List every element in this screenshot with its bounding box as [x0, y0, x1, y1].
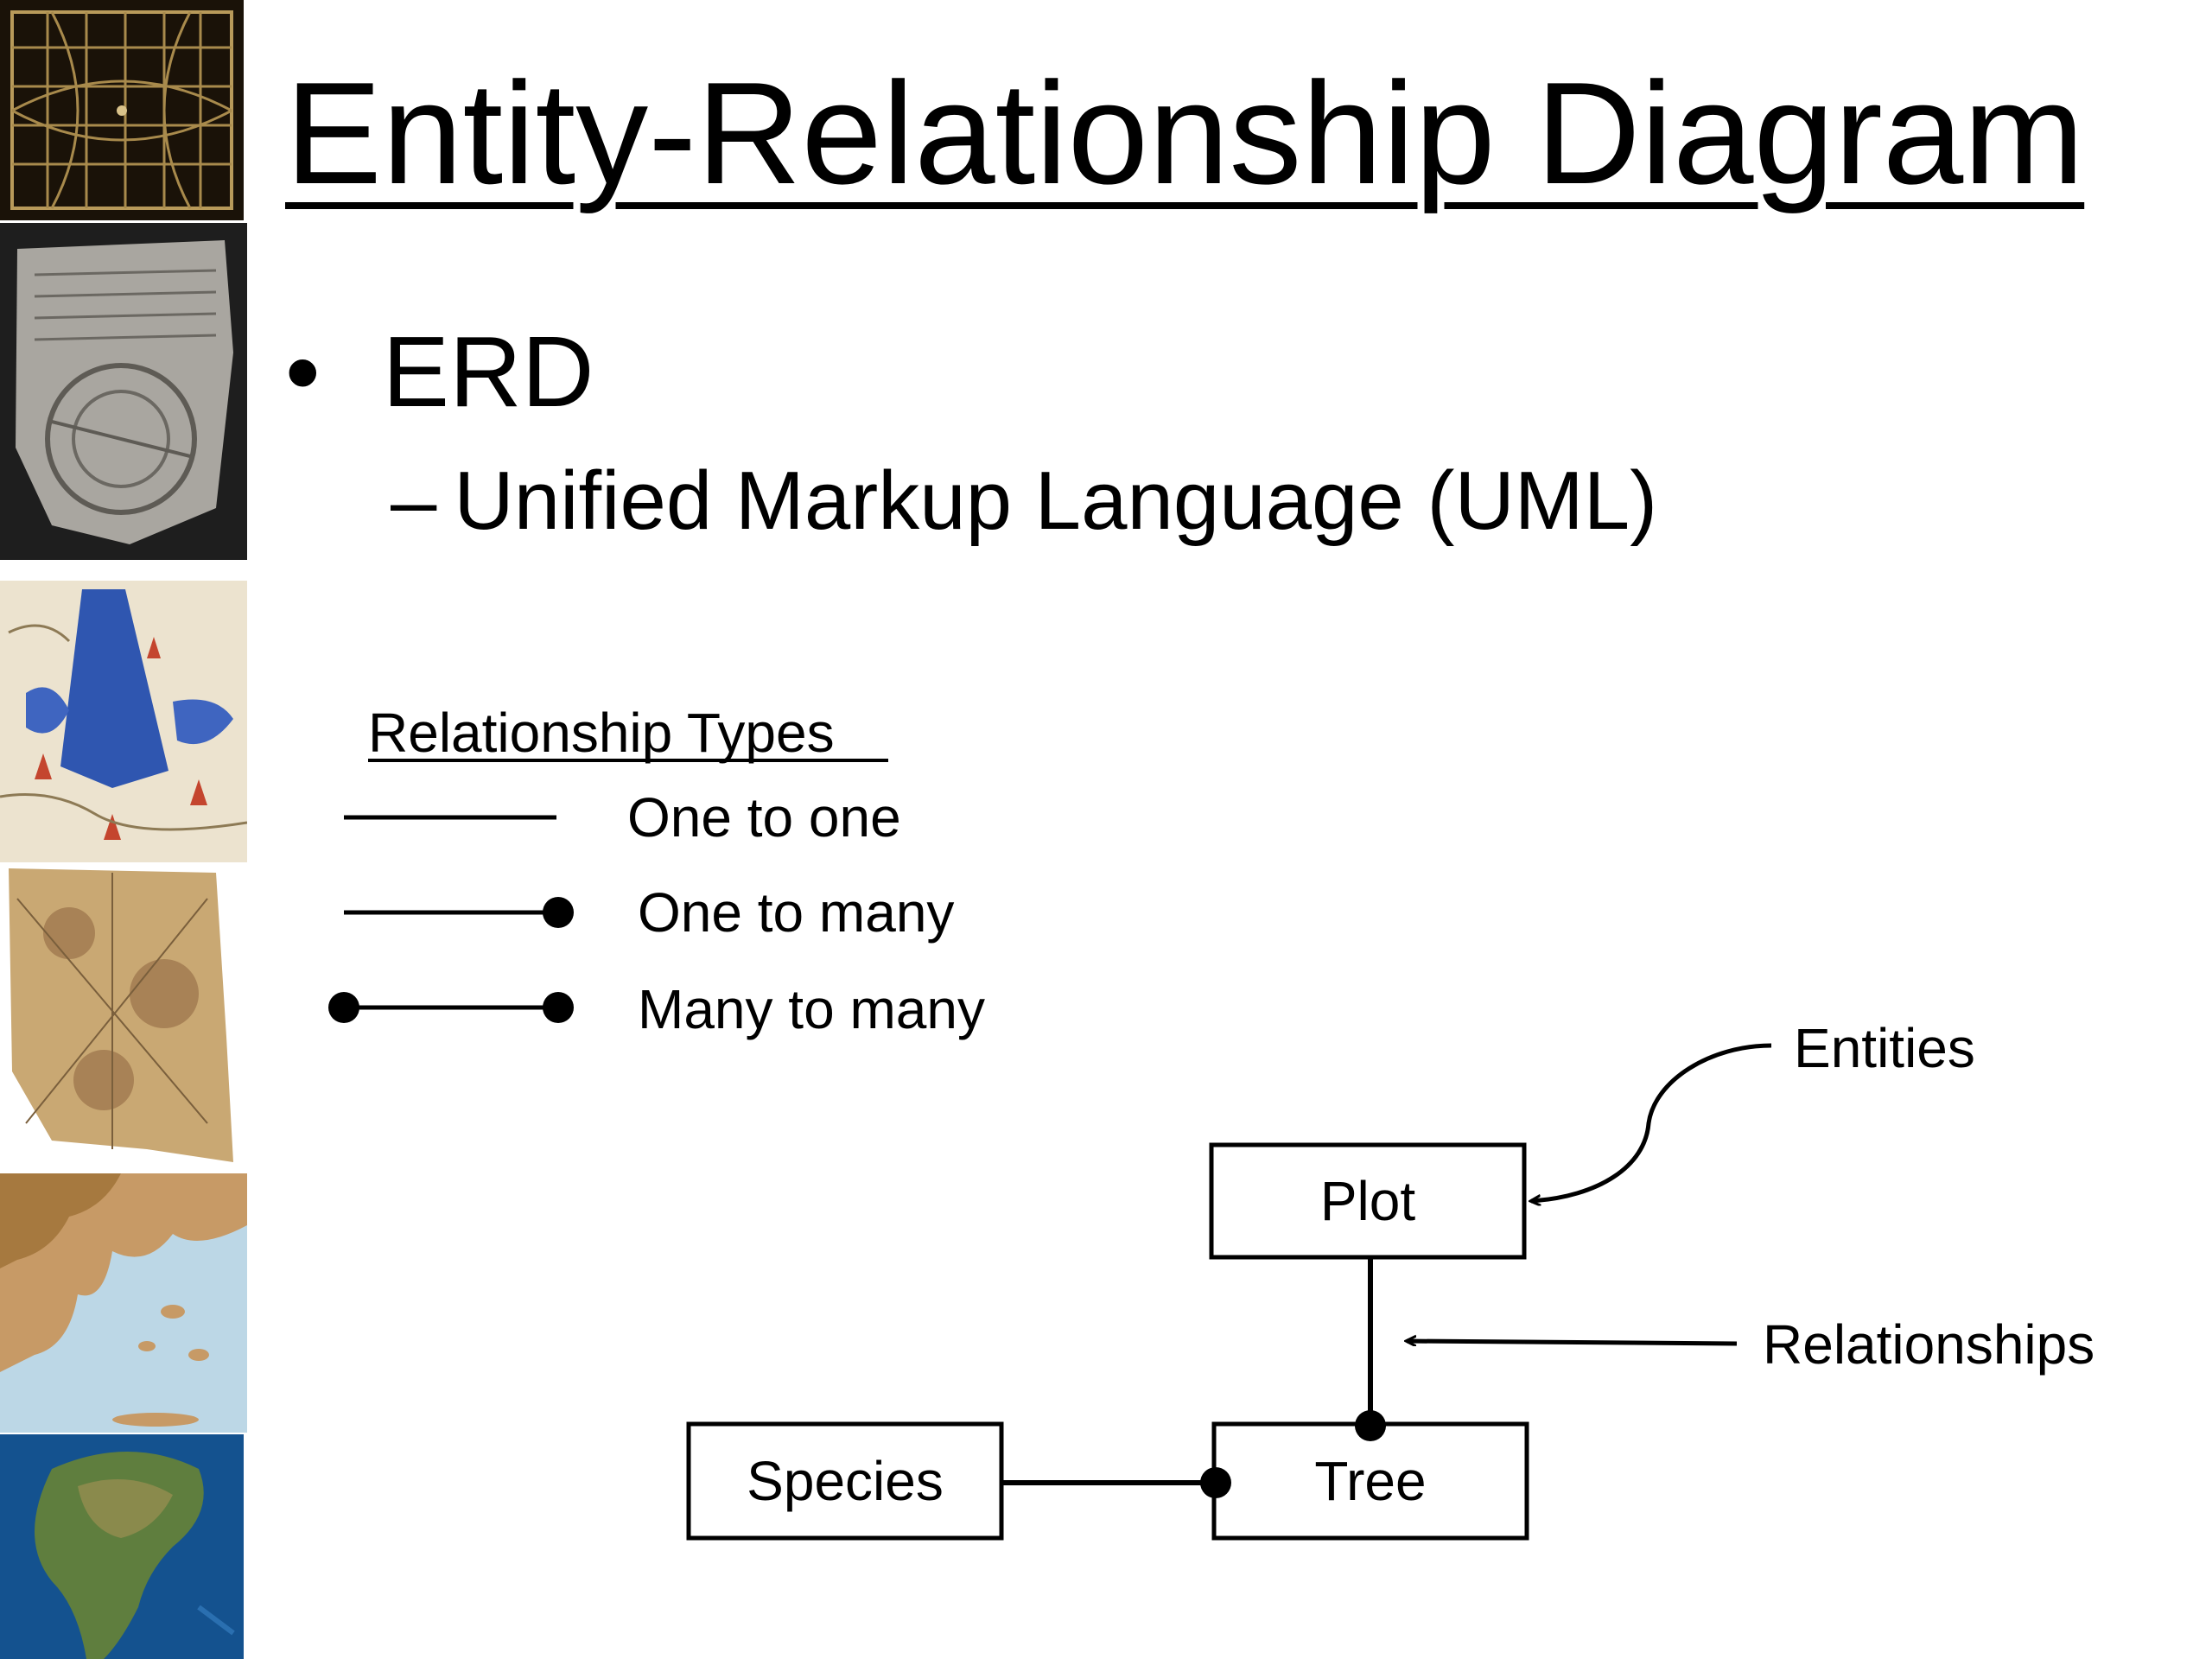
entity-tree-label: Tree — [1314, 1450, 1426, 1512]
legend-label-one-to-many: One to many — [638, 881, 954, 944]
annotation-relationships: Relationships — [1407, 1313, 2094, 1376]
relationship-legend: Relationship Types One to one One to man… — [328, 702, 985, 1040]
many-start-dot — [328, 992, 359, 1023]
entity-species: Species — [686, 1421, 1004, 1541]
bullet-marker: • — [285, 315, 321, 428]
medieval-map-thumbnail — [0, 581, 247, 862]
bullet-level-1: •ERD — [285, 321, 594, 422]
relationship-species-tree — [1001, 1467, 1231, 1498]
entity-tree: Tree — [1211, 1421, 1529, 1541]
relationships-arrow — [1407, 1341, 1738, 1344]
many-end-dot — [1200, 1467, 1231, 1498]
many-end-dot — [1355, 1410, 1386, 1441]
parchment-map-thumbnail — [0, 864, 247, 1171]
legend-one-to-many: One to many — [344, 881, 954, 944]
slide-title: Entity-Relationship Diagram — [285, 52, 2085, 214]
legend-label-many-to-many: Many to many — [638, 978, 985, 1040]
aegean-map-thumbnail — [0, 1173, 247, 1433]
clay-tablet-map-thumbnail — [0, 223, 247, 560]
many-end-dot — [543, 992, 574, 1023]
sub-bullet-text: Unified Markup Language (UML) — [454, 454, 1658, 547]
globe-north-america-thumbnail — [0, 1434, 244, 1659]
entity-species-box — [686, 1421, 1004, 1541]
bullet-text: ERD — [382, 315, 594, 428]
annotation-entities-label: Entities — [1794, 1017, 1975, 1079]
legend-many-to-many: Many to many — [328, 978, 985, 1040]
sub-bullet-marker: – — [391, 454, 437, 547]
grid-map-thumbnail — [0, 0, 244, 220]
legend-one-to-one: One to one — [344, 786, 901, 849]
thumbnail-strip — [0, 0, 247, 1659]
annotation-entities: Entities — [1531, 1017, 1975, 1201]
annotation-relationships-label: Relationships — [1763, 1313, 2094, 1376]
relationship-plot-tree — [1355, 1257, 1386, 1441]
entity-plot-label: Plot — [1320, 1170, 1416, 1232]
entity-tree-box — [1211, 1421, 1529, 1541]
entity-species-label: Species — [747, 1450, 944, 1512]
entity-plot: Plot — [1209, 1142, 1527, 1260]
entities-arrow — [1531, 1043, 1772, 1201]
legend-label-one-to-one: One to one — [627, 786, 901, 849]
legend-heading: Relationship Types — [368, 702, 835, 764]
many-end-dot — [543, 897, 574, 928]
bullet-level-2: –Unified Markup Language (UML) — [391, 460, 1657, 543]
